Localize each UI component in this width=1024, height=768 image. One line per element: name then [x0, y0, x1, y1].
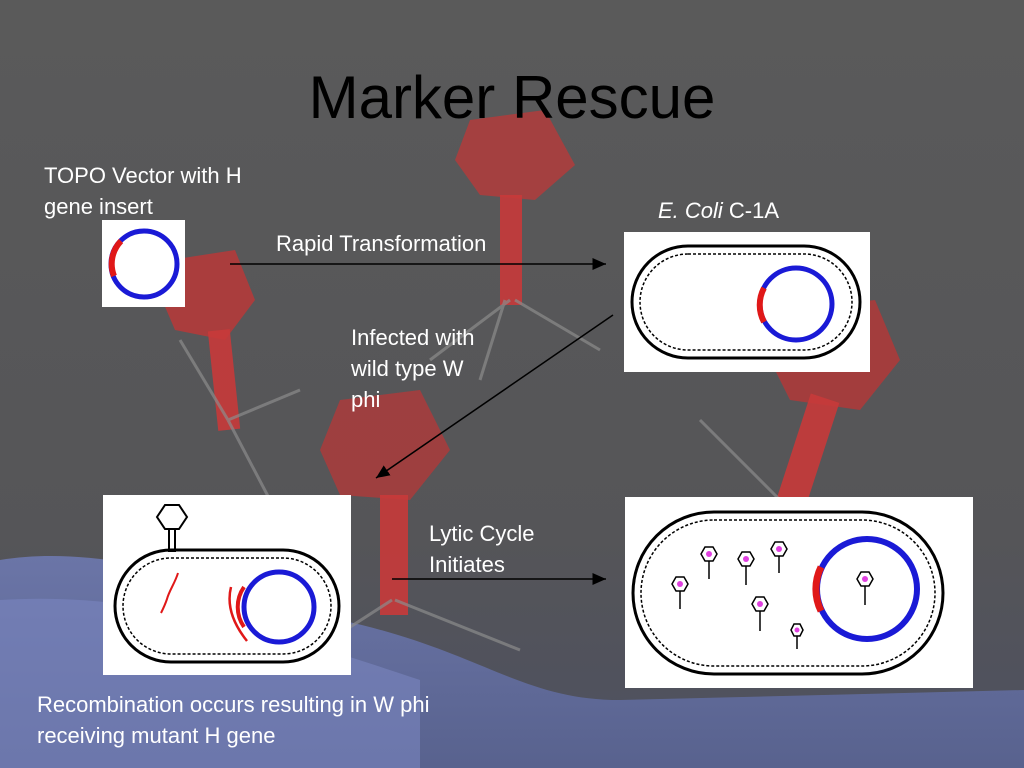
plasmid-icon: [108, 228, 180, 300]
plasmid-panel: [102, 220, 185, 307]
lytic-cycle-panel: [625, 497, 973, 688]
recombination-panel: [103, 495, 351, 675]
transformed-ecoli-panel: [624, 232, 870, 372]
topo-vector-label: TOPO Vector with H gene insert: [44, 163, 242, 219]
recombination-cell: [113, 504, 341, 664]
recombination-label: Recombination occurs resulting in W phi …: [37, 692, 430, 748]
infected-label: Infected with wild type W phi: [351, 325, 475, 412]
ecoli-label: E. Coli C-1A: [658, 195, 858, 226]
ecoli-cell-with-plasmid: [630, 244, 862, 360]
lytic-cycle-label: Lytic Cycle Initiates: [429, 521, 535, 577]
ecoli-species: E. Coli: [658, 198, 723, 223]
phage-4: [671, 576, 689, 609]
phage-head: [155, 504, 189, 530]
lytic-cell: [631, 510, 945, 676]
phage-tail: [168, 528, 176, 552]
rapid-transformation-label: Rapid Transformation: [276, 231, 487, 256]
ecoli-strain: C-1A: [722, 198, 780, 223]
slide-title: Marker Rescue: [308, 64, 716, 131]
phage-dna-fragment: [160, 572, 179, 614]
